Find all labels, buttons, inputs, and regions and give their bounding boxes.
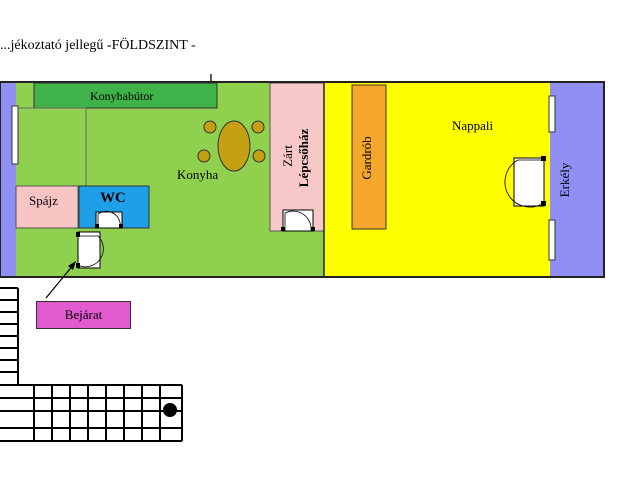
stairwell-area: [269, 82, 325, 232]
balcony-door: [513, 157, 545, 207]
label-erkely: Erkély: [557, 162, 572, 198]
outer-wall: [0, 81, 605, 278]
kitchen-cabinet: [33, 82, 218, 109]
label-wc: WC: [100, 190, 126, 206]
label-nappali: Nappali: [452, 118, 494, 133]
wardrobe: [351, 84, 387, 230]
chair: [203, 120, 217, 134]
entrance-door: [77, 231, 101, 269]
label-bejarat: Bejárat: [36, 301, 131, 329]
stair-post: [163, 403, 177, 417]
chair: [252, 149, 266, 163]
label-zart: Zárt: [280, 145, 295, 167]
label-gardrob: Gardrób: [359, 136, 374, 180]
pantry-area: [15, 185, 79, 229]
wc-door: [95, 211, 123, 229]
window: [11, 105, 19, 165]
dining-table: [217, 120, 251, 172]
chair: [197, 149, 211, 163]
stairwell-door: [282, 209, 314, 232]
balcony-area: [550, 82, 604, 277]
plan-title: ...jékoztató jellegű -FÖLDSZINT -: [0, 38, 196, 53]
label-konyhabutor: Konyhabútor: [90, 89, 154, 103]
label-konyha: Konyha: [177, 167, 219, 182]
label-spajz: Spájz: [29, 193, 58, 208]
chair: [251, 120, 265, 134]
window: [548, 95, 556, 133]
window: [548, 219, 556, 261]
label-lepcsohaz: Lépcsőház: [296, 128, 311, 188]
entrance-arrow: [45, 263, 75, 299]
outdoor-stairs: [0, 287, 183, 442]
